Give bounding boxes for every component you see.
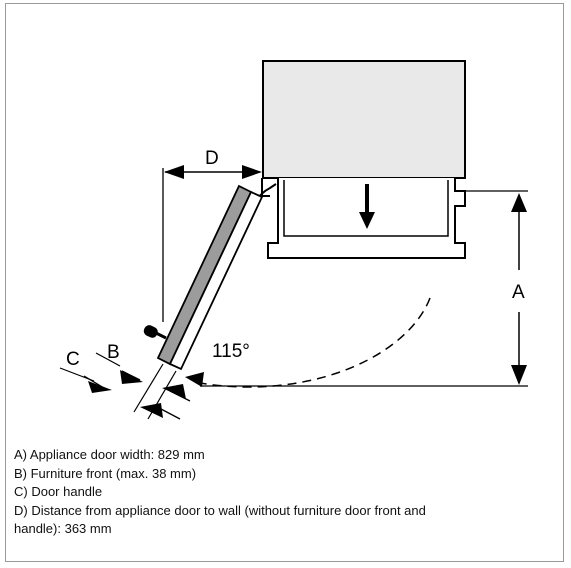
- dimension-c-label: C: [66, 349, 80, 370]
- legend-item-a: A) Appliance door width: 829 mm: [14, 447, 205, 462]
- dimension-d-label: D: [205, 148, 219, 169]
- swing-arc-arrow-head: [185, 372, 204, 387]
- door-handle: [143, 325, 158, 338]
- dimension-b-arrow-lower-shaft: [160, 408, 181, 420]
- dimension-b-leader: [95, 352, 121, 367]
- legend-item-d-cont: handle): 363 mm: [14, 521, 112, 537]
- dimension-b-label: B: [107, 342, 120, 363]
- dimension-d-arrow-right: [242, 165, 262, 179]
- dimension-b-arrow-lower: [140, 403, 163, 418]
- door-handle-stem: [155, 331, 167, 340]
- dimension-c-arrow-shaft: [83, 375, 105, 389]
- dimension-a-arrow-bottom: [511, 365, 527, 385]
- dimension-a-label: A: [512, 282, 525, 303]
- dimension-d-arrow-left: [164, 165, 184, 179]
- drawer-direction-arrow-head: [359, 212, 375, 229]
- drawer-inner-slot: [283, 180, 449, 237]
- legend-item-b: B) Furniture front (max. 38 mm): [14, 465, 197, 481]
- dimension-b-ext-1: [133, 363, 164, 413]
- dimension-b-arrow-right-shaft: [169, 390, 191, 402]
- furniture-front-panel: [156, 184, 253, 366]
- legend-item-d: D) Distance from appliance door to wall …: [14, 502, 426, 518]
- appliance-body: [262, 60, 466, 179]
- door-hinge-bracket: [261, 178, 270, 197]
- legend: A) Appliance door width: 829 mm B) Furni…: [14, 446, 559, 539]
- opening-angle-label: 115°: [212, 341, 250, 362]
- appliance-door-panel: [168, 190, 264, 371]
- dimension-c-arrow: [88, 381, 112, 393]
- dimension-a-arrow-top: [511, 193, 527, 212]
- legend-item-c: C) Door handle: [14, 484, 103, 500]
- dimension-b-arrow-upper-shaft: [121, 370, 141, 381]
- dimension-b-arrow-right: [162, 384, 186, 399]
- installation-diagram: A D C B 115°: [59, 60, 528, 420]
